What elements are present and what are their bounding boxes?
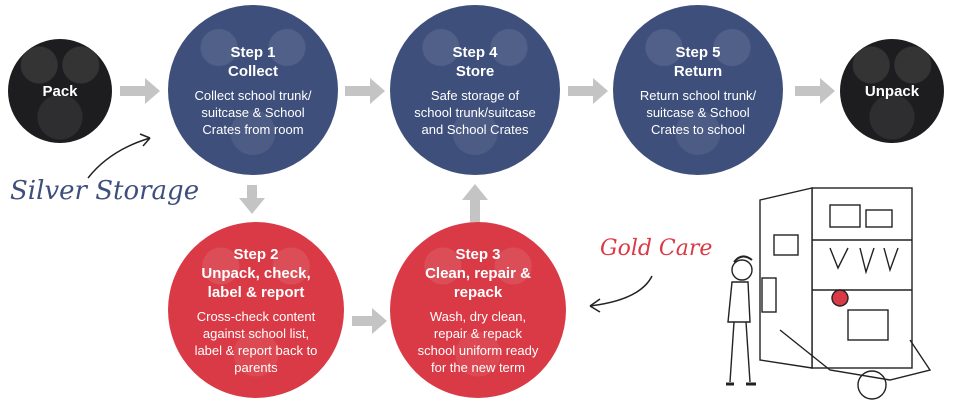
silver-storage-annotation: Silver Storage xyxy=(10,176,200,206)
step4-name: Store xyxy=(455,62,495,80)
step3-label: Step 3 xyxy=(455,245,501,263)
step2-node: Step 2 Unpack, check, label & report Cro… xyxy=(168,222,344,398)
step5-description: Return school trunk/ suitcase & School C… xyxy=(639,87,757,137)
arrow-step3-to-step4 xyxy=(462,184,488,222)
unpack-node: Unpack xyxy=(840,39,944,143)
arrow-step2-to-step3 xyxy=(352,308,387,334)
step5-name: Return xyxy=(673,62,723,80)
step1-description: Collect school trunk/ suitcase & School … xyxy=(194,87,312,137)
step1-node: Step 1 Collect Collect school trunk/ sui… xyxy=(168,5,338,175)
step3-name-line1: Clean, repair & xyxy=(425,264,531,282)
step2-description: Cross-check content against school list,… xyxy=(194,308,318,375)
step3-description: Wash, dry clean, repair & repack school … xyxy=(417,308,539,375)
step3-node: Step 3 Clean, repair & repack Wash, dry … xyxy=(390,222,566,398)
pack-title: Pack xyxy=(42,82,78,100)
step1-name: Collect xyxy=(227,62,278,80)
silver-curve-arrow xyxy=(87,137,151,179)
step4-description: Safe storage of school trunk/suitcase an… xyxy=(414,87,536,137)
step2-name-line2: label & report xyxy=(207,283,305,301)
step2-label: Step 2 xyxy=(233,245,279,263)
step2-name-line1: Unpack, check, xyxy=(201,264,311,282)
step4-label: Step 4 xyxy=(452,43,498,61)
cupboard-illustration xyxy=(726,187,932,400)
arrow-step1-to-step2 xyxy=(239,185,265,214)
arrow-pack-to-step1 xyxy=(120,78,160,104)
step3-name-line2: repack xyxy=(453,283,503,301)
gold-curve-arrow xyxy=(589,275,653,307)
gold-care-annotation: Gold Care xyxy=(600,236,713,261)
arrow-step1-to-step4 xyxy=(345,78,385,104)
arrow-step5-to-unpack xyxy=(795,78,835,104)
step5-node: Step 5 Return Return school trunk/ suitc… xyxy=(613,5,783,175)
arrow-step4-to-step5 xyxy=(568,78,608,104)
step4-node: Step 4 Store Safe storage of school trun… xyxy=(390,5,560,175)
step1-label: Step 1 xyxy=(230,43,276,61)
step5-label: Step 5 xyxy=(675,43,721,61)
pack-node: Pack xyxy=(8,39,112,143)
unpack-title: Unpack xyxy=(864,82,920,100)
